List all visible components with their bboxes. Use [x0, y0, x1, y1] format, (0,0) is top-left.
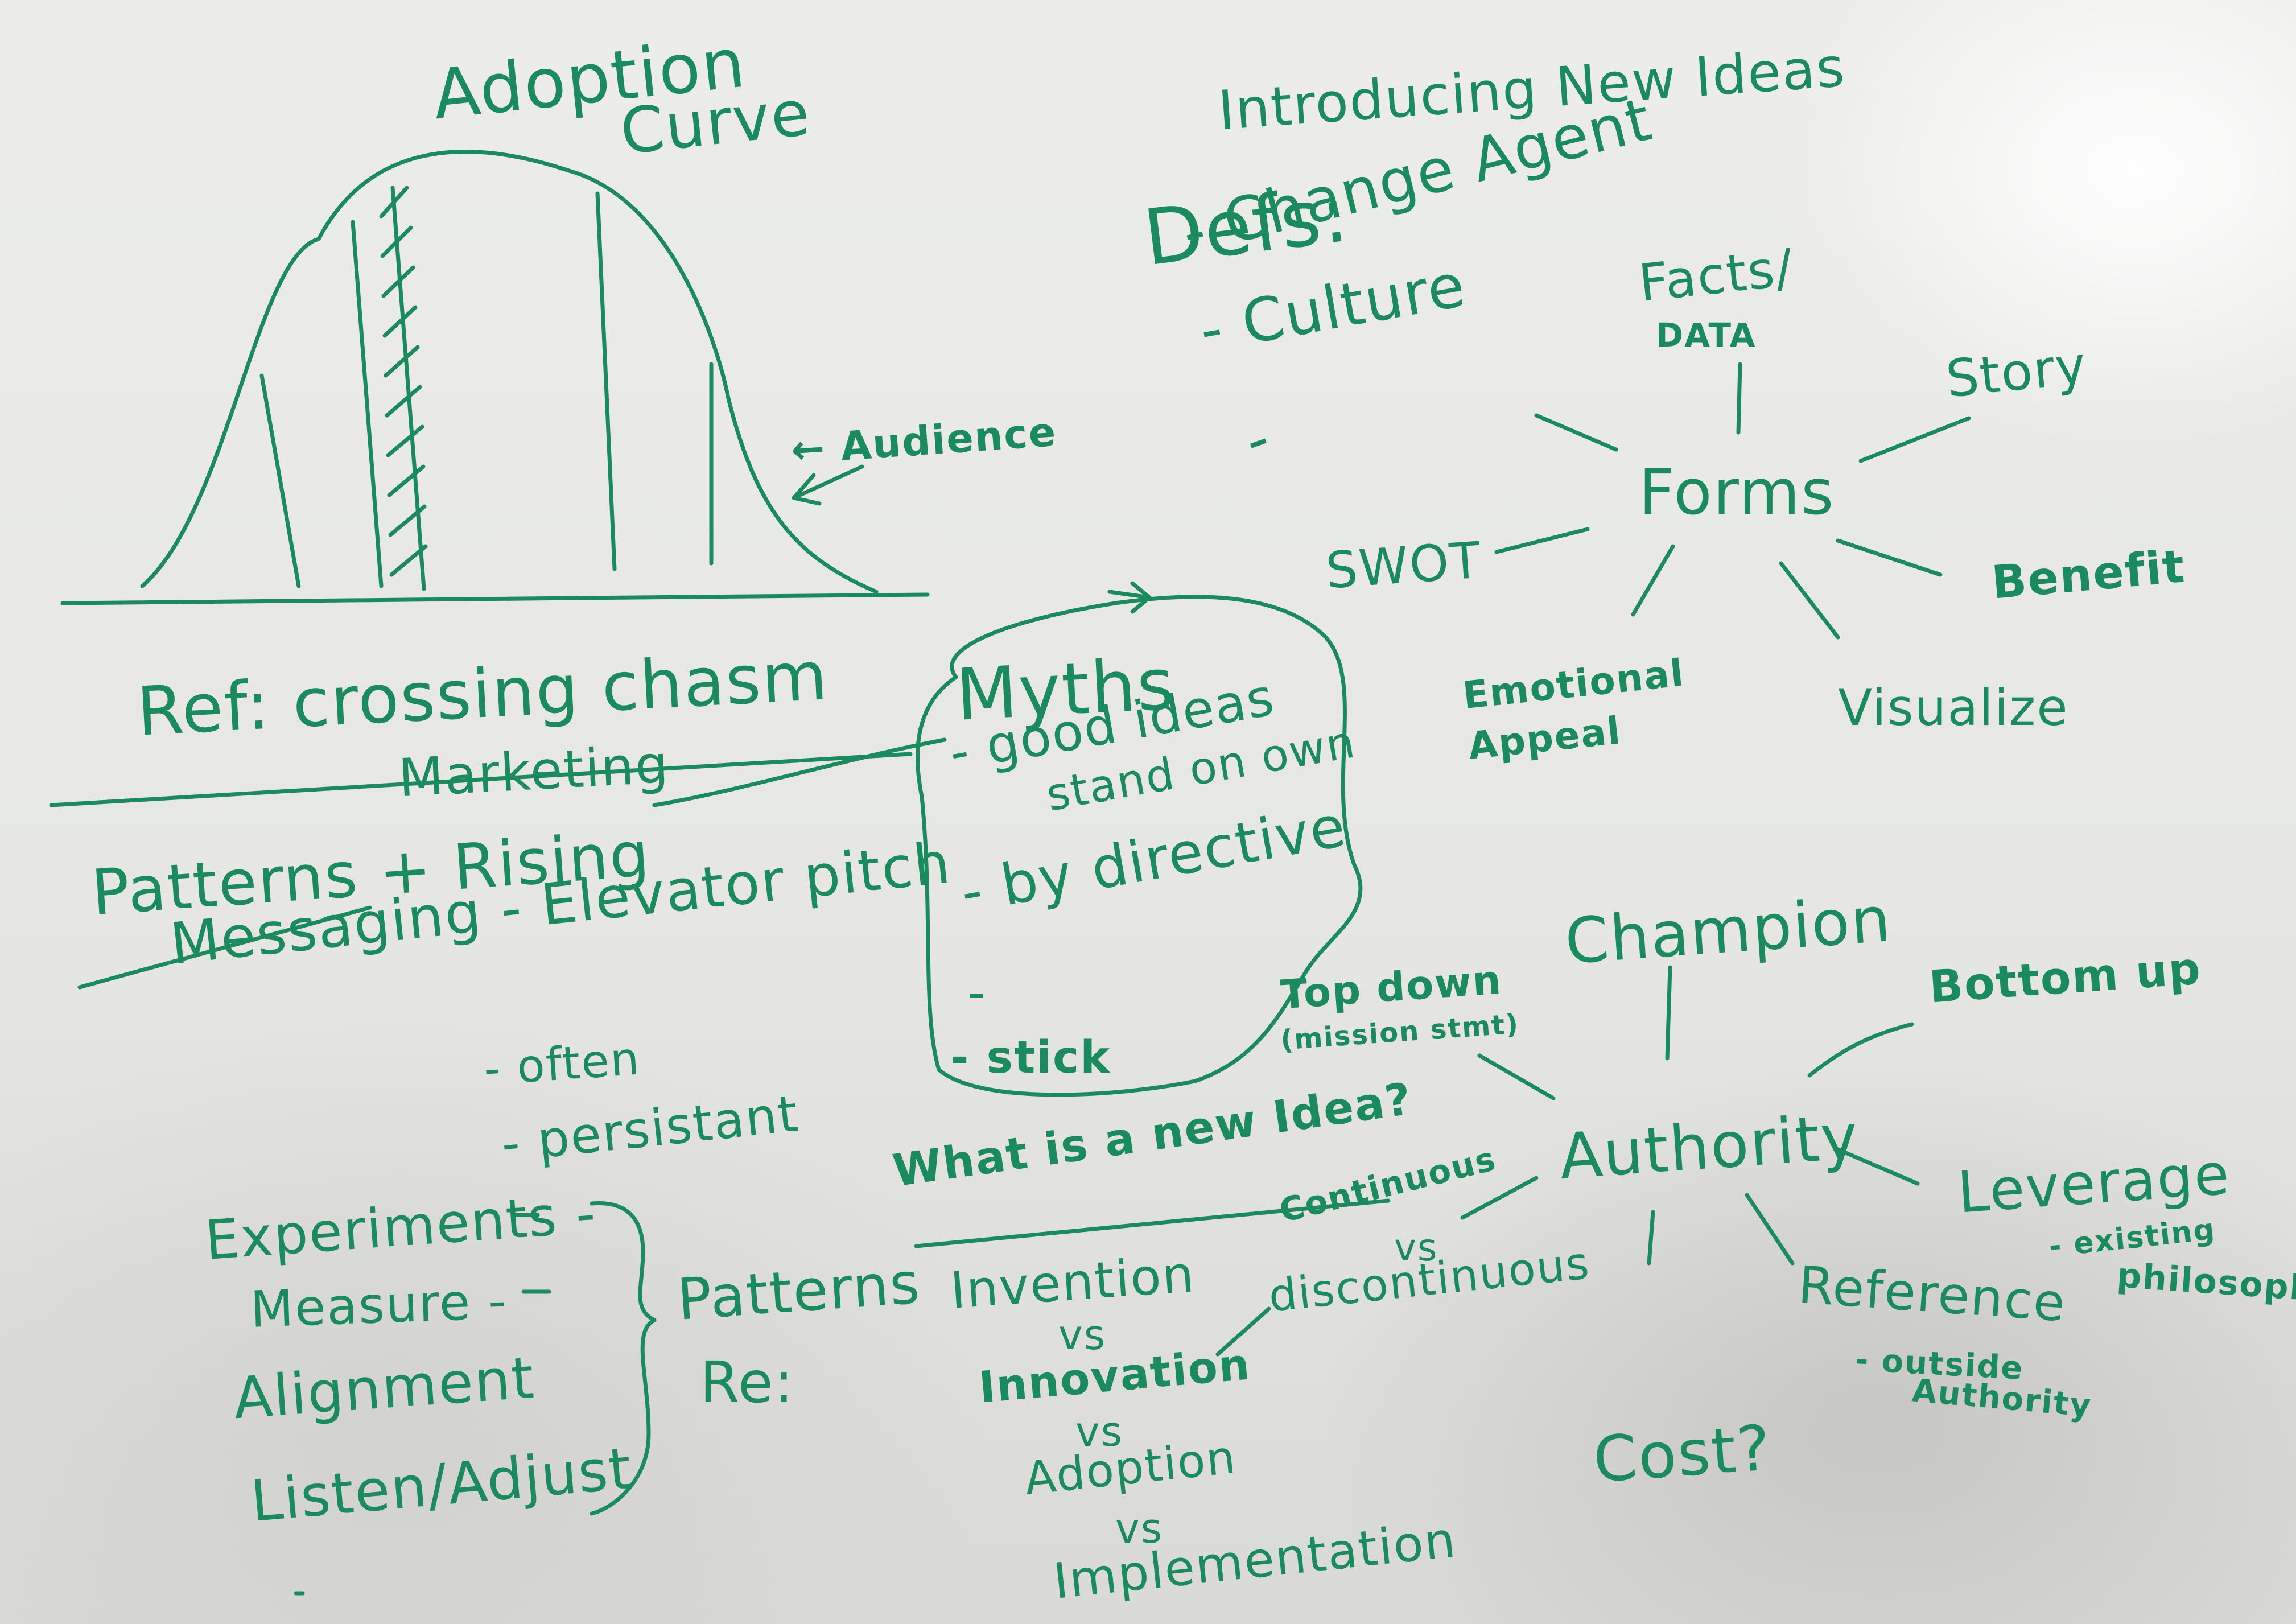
- chain-vs-2: vs: [1075, 1408, 1124, 1456]
- patterns-underline: [77, 905, 372, 990]
- audience-arrow: [792, 464, 864, 506]
- curve-divider-3: [390, 186, 426, 591]
- curve-divider-1: [259, 373, 301, 588]
- marketing-to-myths-link: [652, 737, 947, 807]
- spoke-visualize: [1779, 561, 1840, 640]
- forms-swot: SWOT: [1324, 530, 1484, 600]
- marketing-label: Marketing: [397, 733, 671, 809]
- spoke-leverage: [1836, 1147, 1920, 1186]
- continuous-vs: vs: [1394, 1226, 1438, 1269]
- re-label: Re:: [700, 1349, 795, 1416]
- spoke-swot: [1494, 527, 1590, 554]
- spoke-bottom-up: [1807, 1022, 1914, 1078]
- forms-facts: Facts/: [1636, 238, 1797, 314]
- myths-bubble: [916, 595, 1363, 1097]
- adoption-title-line2: Curve: [617, 76, 814, 169]
- measure-item: Measure -: [249, 1271, 509, 1339]
- separator-line: [49, 752, 913, 807]
- curve-baseline: [60, 592, 930, 605]
- question-underline: [914, 1198, 1391, 1248]
- forms-visualize: Visualize: [1838, 678, 2069, 737]
- spoke-cost: [1647, 1210, 1655, 1266]
- chain-vs-3: vs: [1115, 1505, 1164, 1552]
- patterns-brace: [590, 1201, 657, 1516]
- spoke-benefit: [1836, 538, 1943, 577]
- spoke-emotional: [1631, 544, 1675, 617]
- authority-cost: Cost?: [1590, 1411, 1774, 1497]
- spoke-continuous: [1460, 1176, 1539, 1220]
- forms-data: DATA: [1656, 316, 1757, 355]
- spoke-story: [1858, 416, 1971, 463]
- bell-curve: [140, 150, 879, 594]
- forms-story: Story: [1943, 335, 2090, 410]
- curve-divider-4: [595, 191, 617, 571]
- myths-bubble-arrow: [1107, 581, 1152, 614]
- spoke-reference: [1745, 1193, 1795, 1266]
- myth-item-stick: - stick: [950, 1032, 1111, 1083]
- spoke-champion: [1665, 965, 1672, 1061]
- messaging-often: - often: [482, 1032, 642, 1096]
- chain-vs-1: vs: [1058, 1311, 1107, 1359]
- curve-divider-2: [351, 220, 384, 588]
- myth-item-blank: -: [967, 963, 987, 1023]
- spoke-top-down: [1477, 1053, 1556, 1100]
- spoke-defs: [1534, 413, 1618, 452]
- curve-hatching: [379, 186, 428, 577]
- forms-center: Forms: [1639, 456, 1835, 529]
- innovation-continuous-link: [1215, 1306, 1271, 1357]
- patterns-re-label: Patterns: [675, 1250, 923, 1333]
- spoke-facts: [1736, 362, 1742, 435]
